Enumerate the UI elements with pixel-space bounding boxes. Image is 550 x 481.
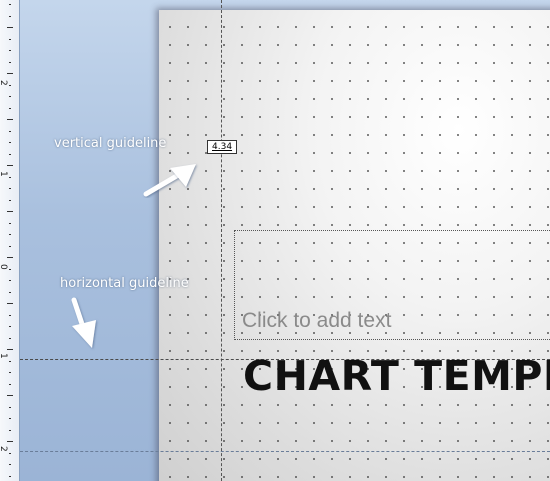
ruler-tick	[9, 153, 11, 155]
ruler-tick	[9, 38, 11, 40]
placeholder-text: Click to add text	[242, 309, 392, 332]
ruler-tick	[9, 280, 11, 281]
drawing-grid	[159, 10, 550, 481]
ruler-tick	[9, 84, 11, 86]
ruler-tick	[7, 441, 13, 442]
ruler-tick	[9, 176, 11, 178]
ruler-tick	[9, 291, 11, 293]
ruler-tick	[9, 142, 11, 143]
ruler-tick	[9, 50, 11, 51]
ruler-tick	[9, 360, 11, 362]
ruler-tick	[9, 234, 11, 235]
ruler-tick	[9, 61, 11, 63]
ruler-tick	[9, 199, 11, 201]
text-placeholder[interactable]: Click to add text	[234, 230, 550, 340]
vertical-guideline-callout: vertical guideline	[54, 136, 167, 151]
slide-canvas[interactable]	[159, 10, 550, 481]
ruler-label: 0	[0, 264, 8, 270]
ruler-tick	[9, 326, 11, 327]
ruler-tick	[9, 418, 11, 419]
ruler-tick	[7, 27, 13, 28]
ruler-label: 2	[0, 446, 8, 452]
ruler-tick	[9, 383, 11, 385]
ruler-tick	[9, 130, 11, 132]
ruler-tick	[9, 245, 11, 247]
ruler-label: 1	[0, 171, 8, 177]
ruler-tick	[7, 303, 13, 304]
vertical-ruler[interactable]: 2 1 0 1 2	[0, 0, 20, 481]
ruler-tick	[7, 257, 13, 258]
ruler-tick	[7, 211, 13, 212]
ruler-tick	[9, 372, 11, 373]
arrow-down-icon	[71, 297, 96, 348]
ruler-tick	[7, 165, 13, 166]
ruler-tick	[9, 222, 11, 224]
slide-title[interactable]: CHART TEMPLATE	[243, 352, 550, 400]
ruler-tick	[9, 452, 11, 454]
ruler-tick	[9, 188, 11, 189]
secondary-horizontal-guideline[interactable]	[20, 451, 550, 452]
ruler-tick	[9, 406, 11, 408]
ruler-tick	[9, 475, 11, 477]
vertical-guideline[interactable]	[221, 0, 222, 481]
ruler-tick	[9, 107, 11, 109]
arrow-up-right-icon	[143, 164, 196, 197]
ruler-tick	[9, 268, 11, 270]
ruler-tick	[7, 119, 13, 120]
guide-position-readout: 4.34	[207, 140, 238, 154]
ruler-tick	[7, 395, 13, 396]
ruler-tick	[7, 349, 13, 350]
ruler-tick	[9, 4, 11, 5]
ruler-tick	[9, 15, 11, 17]
ruler-tick	[9, 429, 11, 431]
ruler-label: 2	[0, 80, 8, 86]
ruler-tick	[9, 464, 11, 465]
ruler-tick	[7, 73, 13, 74]
horizontal-guideline-callout: horizontal guideline	[60, 276, 189, 291]
ruler-tick	[9, 314, 11, 316]
ruler-tick	[9, 96, 11, 97]
horizontal-guideline[interactable]	[20, 359, 550, 360]
ruler-tick	[9, 337, 11, 339]
ruler-label: 1	[0, 353, 8, 359]
